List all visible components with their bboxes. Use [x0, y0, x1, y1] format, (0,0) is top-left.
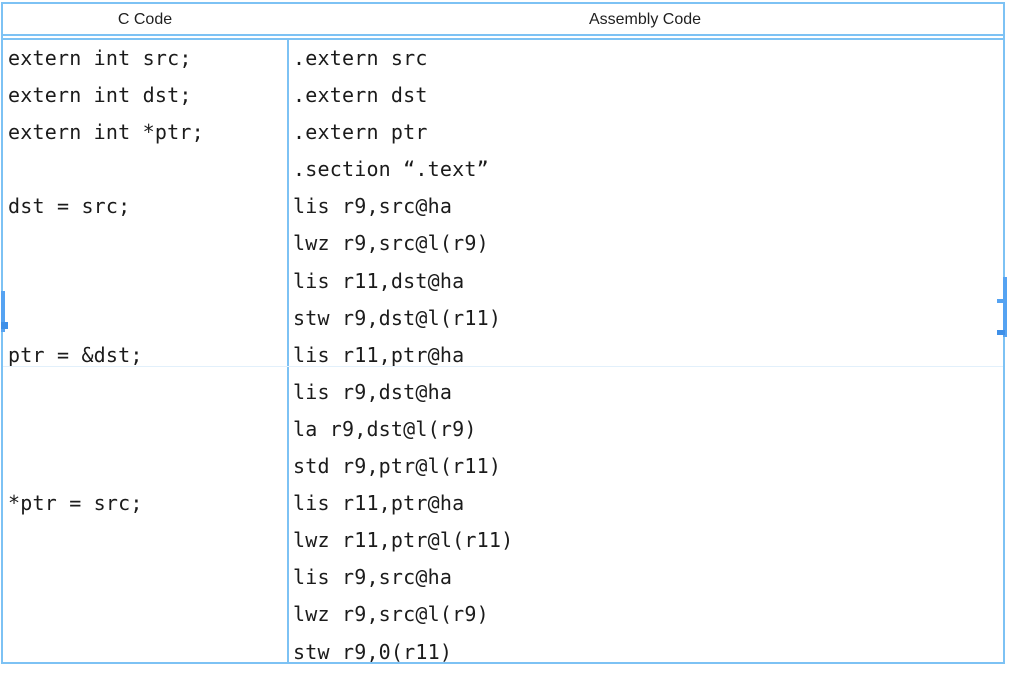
c-code-line: dst = src; [8, 194, 131, 219]
asm-code-line: lis r9,src@ha [293, 194, 453, 219]
asm-code-line: lis r9,src@ha [293, 565, 453, 590]
table-border-resize-handle-right[interactable] [1003, 277, 1007, 337]
asm-code-line: lis r11,ptr@ha [293, 342, 465, 367]
table-row: stw r9,0(r11) [3, 634, 1003, 665]
c-code-line [3, 522, 287, 559]
asm-code-line: lwz r11,ptr@l(r11) [293, 528, 514, 553]
c-code-line [3, 634, 287, 665]
c-code-line [3, 448, 287, 485]
table-border-handle-notch-left [1, 322, 8, 329]
table-row: lis r11,dst@ha [3, 263, 1003, 300]
c-code-line [3, 559, 287, 596]
column-header-assembly-code: Assembly Code [588, 10, 702, 28]
asm-code-line: lis r11,ptr@ha [293, 491, 465, 516]
asm-code-line: lis r9,dst@ha [293, 379, 453, 404]
table-row: .section “.text” [3, 151, 1003, 188]
c-code-line: *ptr = src; [8, 491, 143, 516]
table-row: lis r9,src@ha [3, 559, 1003, 596]
table-row: dst = src; lis r9,src@ha [3, 188, 1003, 225]
table-row: extern int dst; .extern dst [3, 77, 1003, 114]
table-row: stw r9,dst@l(r11) [3, 300, 1003, 337]
row-divider [3, 366, 1003, 367]
table-row: lwz r11,ptr@l(r11) [3, 522, 1003, 559]
c-code-line [3, 596, 287, 633]
c-code-line [3, 374, 287, 411]
table-body: extern int src; .extern src extern int ds… [3, 40, 1003, 664]
table-border-resize-handle-left[interactable] [1, 291, 5, 332]
c-code-line [3, 263, 287, 300]
asm-code-line: lwz r9,src@l(r9) [293, 602, 489, 627]
table-row: lwz r9,src@l(r9) [3, 225, 1003, 262]
asm-code-line: stw r9,dst@l(r11) [293, 305, 502, 330]
asm-code-line: .extern ptr [293, 120, 428, 145]
table-border-handle-notch-right-bottom [997, 330, 1005, 335]
table-row: extern int src; .extern src [3, 40, 1003, 77]
c-code-line [3, 151, 287, 188]
table-row: lis r9,dst@ha [3, 374, 1003, 411]
c-code-line: extern int src; [8, 46, 192, 70]
c-code-line [3, 225, 287, 262]
asm-code-line: .extern dst [293, 83, 428, 108]
table-row: ptr = &dst; lis r11,ptr@ha [3, 337, 1003, 374]
c-code-line: ptr = &dst; [8, 342, 143, 367]
c-code-line: extern int *ptr; [8, 120, 204, 145]
table-row: std r9,ptr@l(r11) [3, 448, 1003, 485]
asm-code-line: .section “.text” [293, 157, 489, 182]
asm-code-line: la r9,dst@l(r9) [293, 416, 477, 441]
asm-code-line: stw r9,0(r11) [293, 639, 453, 664]
table-row: extern int *ptr; .extern ptr [3, 114, 1003, 151]
table-border-handle-notch-right-top [997, 299, 1005, 303]
asm-code-line: std r9,ptr@l(r11) [293, 454, 502, 479]
column-header-c-code: C Code [117, 10, 173, 28]
table-header-row: C Code Assembly Code [3, 4, 1003, 40]
c-code-line: extern int dst; [8, 83, 192, 108]
asm-code-line: .extern src [293, 46, 428, 70]
table-row: *ptr = src; lis r11,ptr@ha [3, 485, 1003, 522]
c-code-line [3, 411, 287, 448]
asm-code-line: lwz r9,src@l(r9) [293, 231, 489, 256]
code-comparison-table: C Code Assembly Code extern int src; .ext… [1, 2, 1005, 664]
table-row: lwz r9,src@l(r9) [3, 596, 1003, 633]
asm-code-line: lis r11,dst@ha [293, 268, 465, 293]
column-divider [287, 40, 289, 664]
c-code-line [3, 300, 287, 337]
table-row: la r9,dst@l(r9) [3, 411, 1003, 448]
